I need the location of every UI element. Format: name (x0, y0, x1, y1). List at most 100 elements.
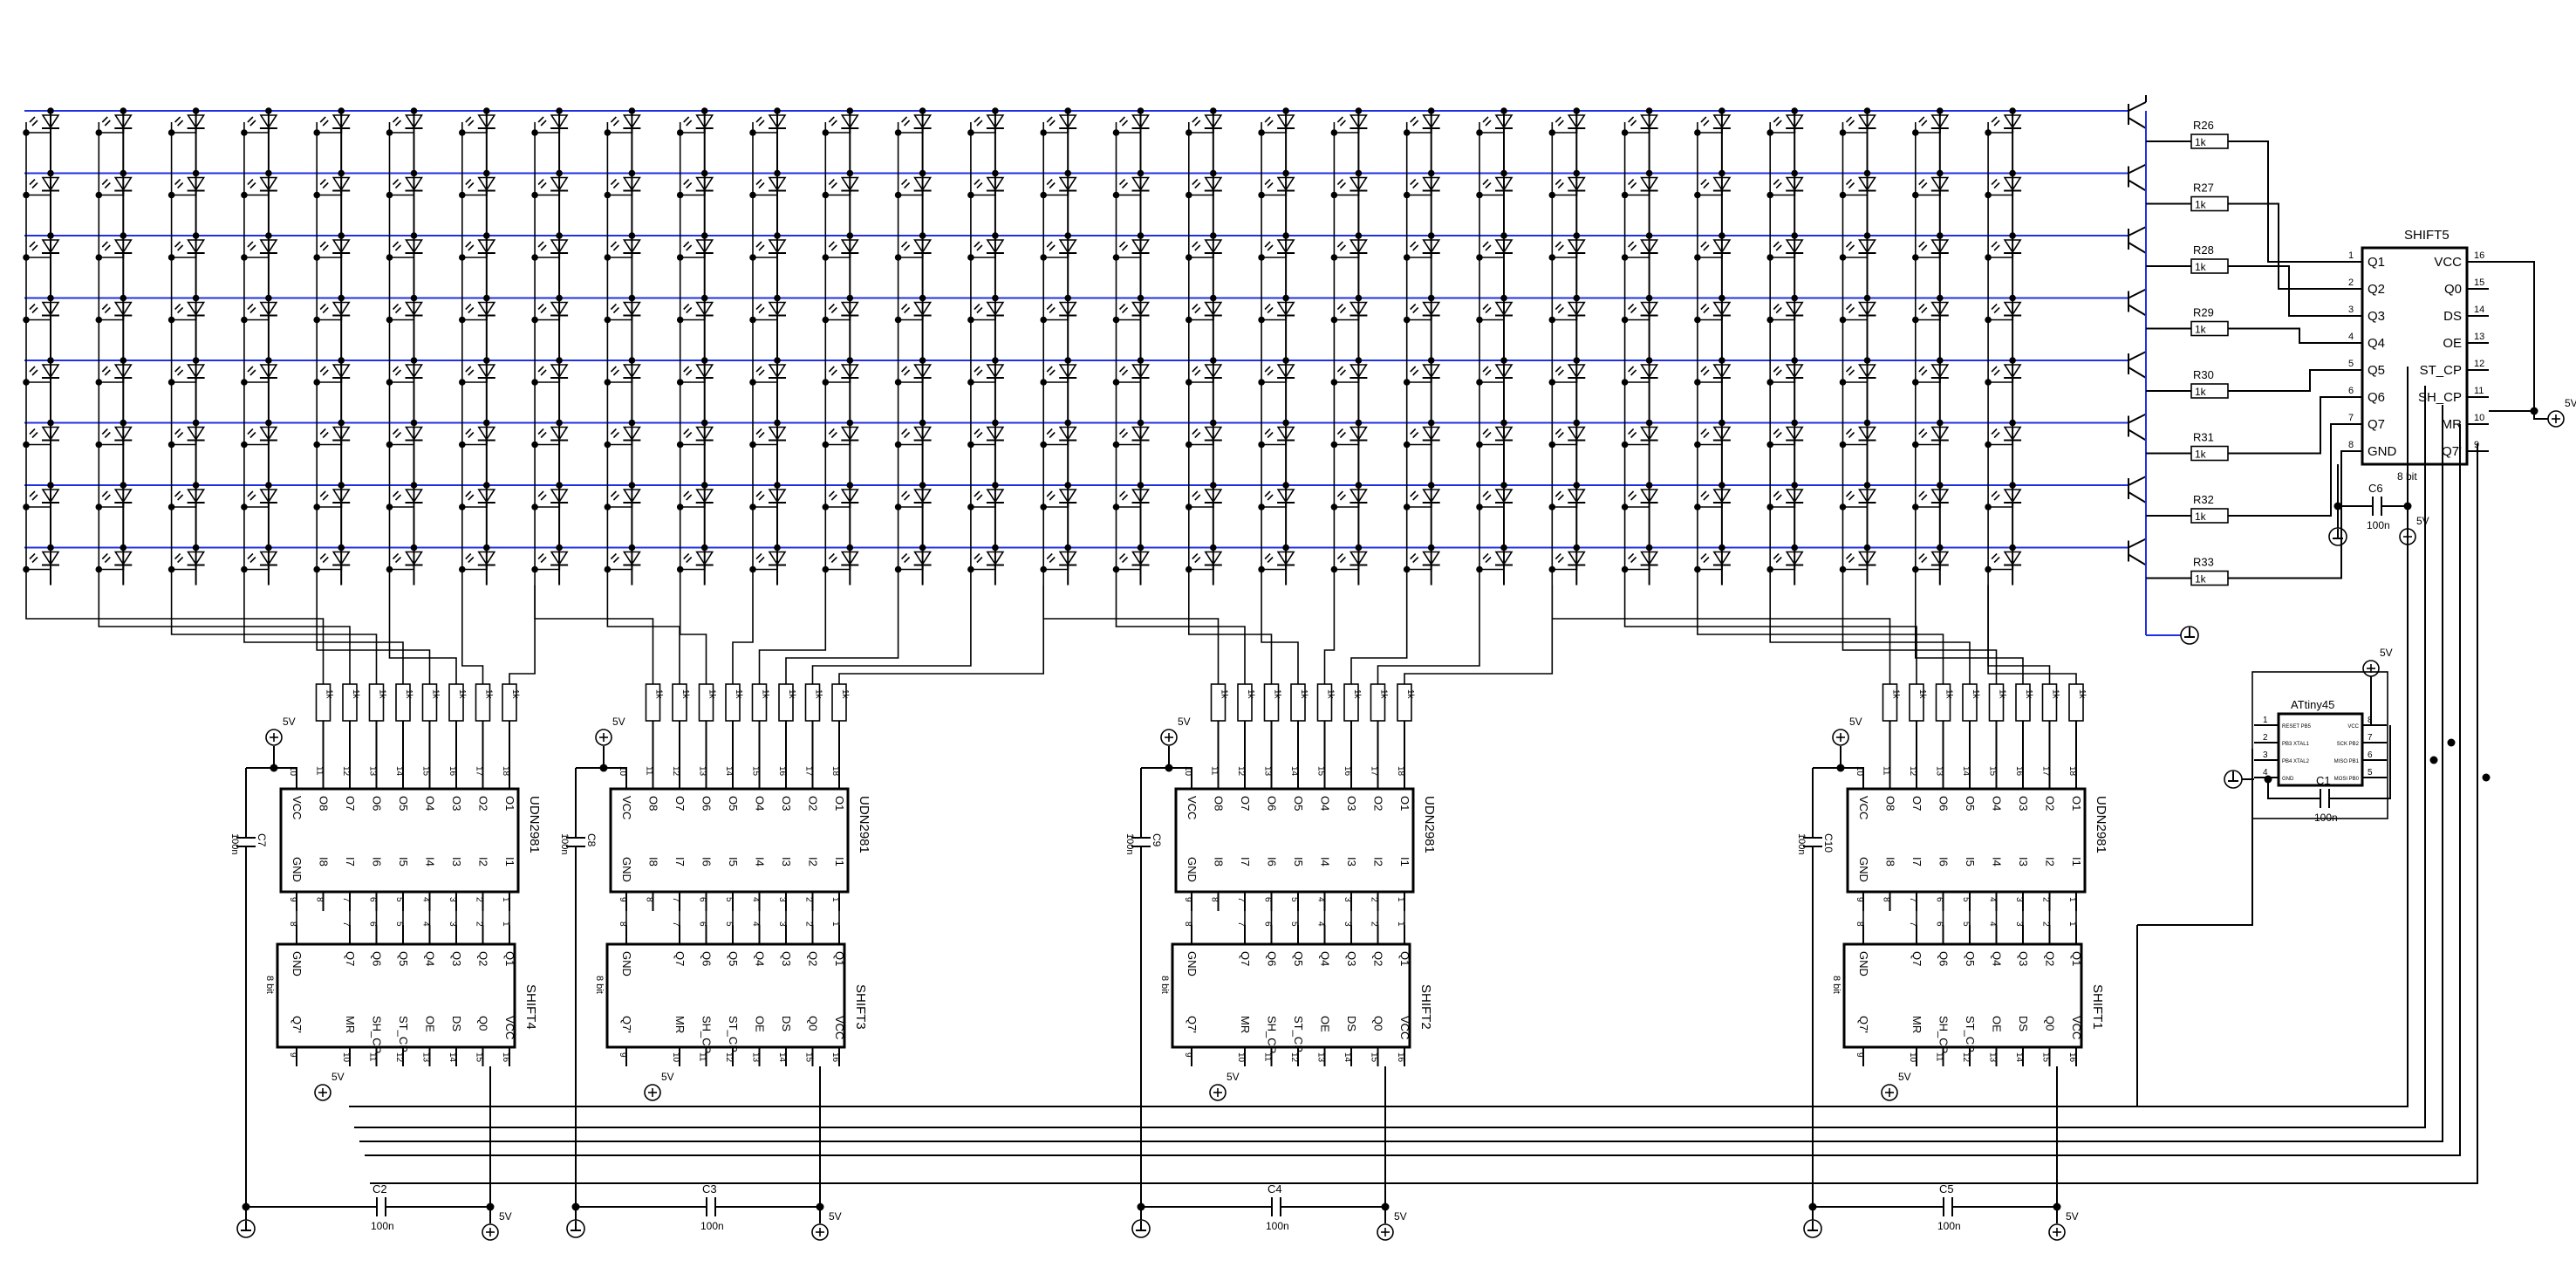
junction-dot (2009, 169, 2016, 177)
junction-dot (338, 294, 345, 302)
junction-dot (1573, 482, 1581, 489)
junction-dot (822, 504, 830, 510)
led (825, 421, 859, 446)
junction-dot (265, 419, 272, 427)
supply-5v-icon (1160, 729, 1178, 746)
led-arrow (1194, 244, 1201, 251)
junction-dot (919, 357, 926, 364)
pin-label: Q2 (477, 951, 490, 966)
led (1842, 110, 1876, 134)
led-arrow (1482, 428, 1489, 435)
led-arrow (177, 369, 184, 376)
junction-dot (386, 379, 393, 386)
junction-dot (386, 504, 393, 510)
junction-dot (313, 316, 321, 324)
led (1043, 421, 1077, 446)
led (1697, 235, 1732, 258)
shift-bits: 8 bit (264, 976, 275, 994)
pin-number: 10 (341, 1052, 351, 1063)
led-arrow (1554, 490, 1561, 497)
led (1988, 110, 2022, 134)
junction-dot (47, 294, 54, 302)
junction-dot (2429, 756, 2438, 764)
junction-dot (1791, 482, 1798, 489)
junction-dot (1330, 191, 1338, 199)
led (825, 172, 859, 196)
capacitor-value: 100n (1266, 1220, 1289, 1232)
led-arrow (322, 120, 329, 127)
junction-dot (822, 191, 830, 199)
junction-dot (1112, 254, 1120, 261)
transistor-emitter (2128, 428, 2147, 442)
pin-label: Q3 (2017, 951, 2030, 966)
led-arrow (468, 556, 475, 564)
led (1915, 110, 1950, 134)
junction-dot (192, 107, 200, 114)
junction-dot (1476, 565, 1483, 573)
udn2981-drivers: UDN2981VCC10GND9O811I88O712I77O613I66O51… (25, 585, 2108, 944)
led (1116, 546, 1150, 571)
led (1334, 546, 1368, 571)
pin-number: 1 (501, 897, 510, 902)
led-arrow (1046, 490, 1053, 497)
junction-dot (241, 316, 248, 324)
resistor-value: 1k (2195, 573, 2207, 586)
led (825, 546, 859, 571)
pin-number: 4 (1316, 897, 1326, 902)
led (1479, 235, 1513, 258)
pin-label: GND (2282, 777, 2294, 782)
junction-dot (531, 441, 538, 449)
pin-number: 5 (394, 897, 404, 902)
led-arrow (1628, 178, 1635, 186)
pin-number: 4 (1988, 921, 1998, 927)
junction-dot (1863, 107, 1871, 114)
pin-label: O3 (2017, 796, 2030, 811)
junction-dot (1112, 191, 1120, 199)
led (1479, 360, 1513, 383)
junction-dot (459, 129, 466, 136)
pin-number: 12 (724, 1052, 734, 1063)
led-arrow (1194, 556, 1201, 564)
pin-label: ST_CP (1964, 1016, 1977, 1052)
pin-label: Q0 (1372, 1016, 1385, 1031)
junction-dot (167, 565, 175, 573)
led (1188, 546, 1223, 571)
junction-dot (556, 357, 563, 364)
led-arrow (465, 178, 472, 186)
junction-dot (1112, 504, 1120, 510)
led (1770, 360, 1804, 383)
led-arrow (31, 182, 38, 189)
junction-dot (676, 379, 684, 386)
led (1842, 360, 1876, 383)
junction-dot (1282, 232, 1289, 239)
pin-number: 8 (1855, 921, 1864, 927)
led (535, 110, 569, 134)
junction-dot (1282, 544, 1289, 552)
column-route-wire (1323, 585, 1336, 684)
led-arrow (1557, 120, 1564, 127)
column-route-wire (1042, 585, 1220, 684)
junction-dot (628, 169, 636, 177)
junction-dot (1403, 565, 1411, 573)
mcu-frame (2251, 671, 2388, 819)
led-arrow (31, 120, 38, 127)
led (1116, 484, 1150, 508)
led-arrow (31, 306, 38, 314)
led-arrow (1993, 369, 2000, 376)
led-arrow (828, 303, 835, 311)
led (389, 172, 423, 196)
pin-number: 5 (2348, 359, 2354, 369)
led-arrow (974, 116, 981, 123)
junction-dot (1258, 504, 1265, 510)
junction-dot (120, 169, 127, 177)
junction-dot (23, 316, 30, 324)
junction-dot (1694, 129, 1701, 136)
junction-dot (1985, 316, 1992, 324)
row-control-wire (2228, 369, 2340, 392)
led-arrow (540, 244, 547, 251)
led-arrow (1554, 178, 1561, 186)
junction-dot (1403, 504, 1411, 510)
supply-label: 5V (283, 716, 296, 728)
led-arrow (1918, 178, 1925, 186)
led (317, 235, 351, 258)
